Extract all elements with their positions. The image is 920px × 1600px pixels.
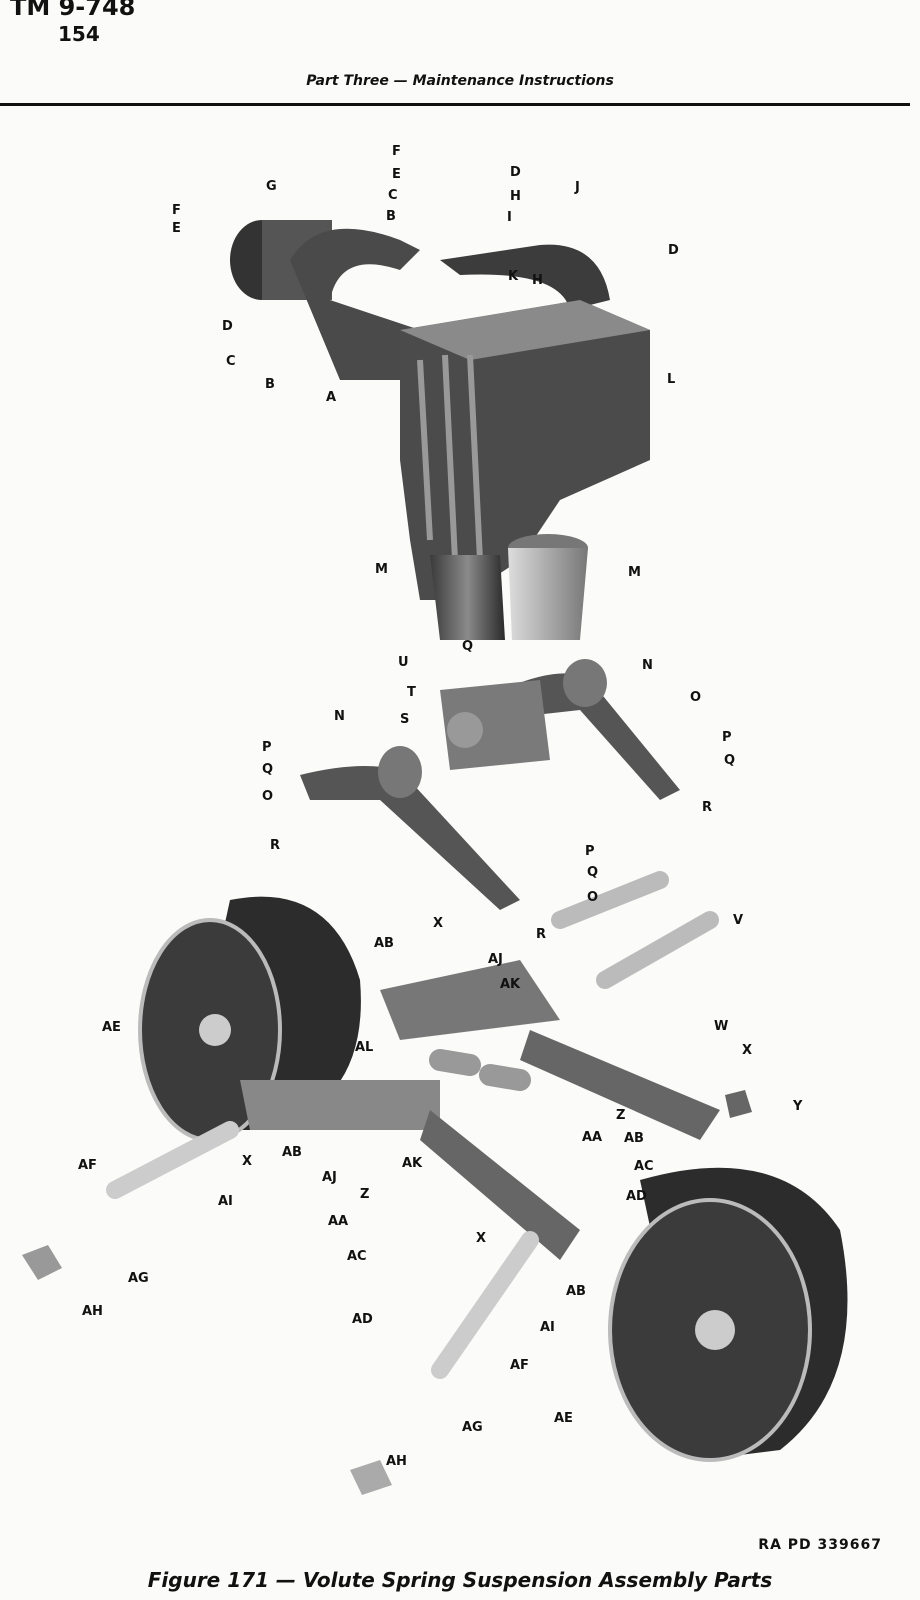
- callout-n: N: [642, 658, 653, 673]
- callout-h: H: [510, 189, 521, 204]
- callout-m: M: [375, 562, 388, 577]
- callout-ai: AI: [218, 1194, 233, 1209]
- callout-c: C: [226, 354, 236, 369]
- bracket-assembly: [230, 220, 610, 380]
- bogie-links: [22, 871, 752, 1495]
- page-number: 154: [58, 22, 100, 46]
- callout-ae: AE: [102, 1020, 121, 1035]
- volute-springs: [430, 534, 588, 640]
- callout-r: R: [702, 800, 713, 815]
- callout-x: X: [742, 1043, 753, 1058]
- callout-x: X: [476, 1231, 487, 1246]
- callout-e: E: [172, 221, 181, 236]
- callout-s: S: [400, 712, 410, 727]
- callout-aa: AA: [582, 1130, 603, 1145]
- callout-al: AL: [355, 1040, 374, 1055]
- callout-x: X: [242, 1154, 253, 1169]
- callout-q: Q: [724, 753, 736, 768]
- callout-j: J: [575, 180, 580, 195]
- callout-af: AF: [510, 1358, 529, 1373]
- callout-aa: AA: [328, 1214, 349, 1229]
- callout-h: H: [532, 273, 543, 288]
- callout-g: G: [266, 179, 277, 194]
- callout-p: P: [585, 844, 595, 859]
- callout-q: Q: [462, 639, 474, 654]
- callout-p: P: [262, 740, 272, 755]
- callout-ad: AD: [626, 1189, 647, 1204]
- callout-y: Y: [793, 1099, 803, 1114]
- callout-af: AF: [78, 1158, 97, 1173]
- callout-o: O: [587, 890, 599, 905]
- callout-q: Q: [262, 762, 274, 777]
- callout-o: O: [690, 690, 702, 705]
- callout-p: P: [722, 730, 732, 745]
- callout-t: T: [407, 685, 416, 700]
- callout-w: W: [714, 1019, 729, 1034]
- callout-b: B: [386, 209, 396, 224]
- callout-k: K: [508, 269, 519, 284]
- callout-q: Q: [587, 865, 599, 880]
- suspension-arms: [300, 659, 680, 910]
- callout-i: I: [507, 210, 512, 225]
- callout-ai: AI: [540, 1320, 555, 1335]
- callout-aj: AJ: [488, 952, 503, 967]
- figure-caption: Figure 171 — Volute Spring Suspension As…: [147, 1568, 773, 1592]
- callout-ac: AC: [347, 1249, 367, 1264]
- callout-l: L: [667, 372, 676, 387]
- callout-a: A: [326, 390, 337, 405]
- callout-ab: AB: [566, 1284, 586, 1299]
- callout-r: R: [270, 838, 281, 853]
- callout-ah: AH: [82, 1304, 103, 1319]
- manual-number: TM 9-748: [10, 0, 136, 21]
- callout-aj: AJ: [322, 1170, 337, 1185]
- callout-ae: AE: [554, 1411, 573, 1426]
- callout-ad: AD: [352, 1312, 373, 1327]
- callout-ag: AG: [128, 1271, 149, 1286]
- callout-b: B: [265, 377, 275, 392]
- callout-f: F: [392, 144, 401, 159]
- header-rule: [0, 103, 910, 106]
- callout-n: N: [334, 709, 345, 724]
- housing: [400, 300, 650, 600]
- callout-d: D: [510, 165, 521, 180]
- callout-e: E: [392, 167, 401, 182]
- callout-ab: AB: [624, 1131, 644, 1146]
- callout-v: V: [733, 913, 744, 928]
- callout-f: F: [172, 203, 181, 218]
- callout-d: D: [222, 319, 233, 334]
- callout-ah: AH: [386, 1454, 407, 1469]
- callout-ab: AB: [282, 1145, 302, 1160]
- callout-u: U: [398, 655, 409, 670]
- callout-ac: AC: [634, 1159, 654, 1174]
- callout-m: M: [628, 565, 641, 580]
- callout-d: D: [668, 243, 679, 258]
- running-title: Part Three — Maintenance Instructions: [306, 73, 614, 89]
- callout-r: R: [536, 927, 547, 942]
- track-wheels: [138, 896, 848, 1462]
- callout-z: Z: [360, 1187, 370, 1202]
- reference-code: RA PD 339667: [758, 1537, 882, 1553]
- callout-c: C: [388, 188, 398, 203]
- callout-x: X: [433, 916, 444, 931]
- callout-ak: AK: [500, 977, 521, 992]
- callout-z: Z: [616, 1108, 626, 1123]
- callout-o: O: [262, 789, 274, 804]
- callout-ag: AG: [462, 1420, 483, 1435]
- callout-ab: AB: [374, 936, 394, 951]
- callout-ak: AK: [402, 1156, 423, 1171]
